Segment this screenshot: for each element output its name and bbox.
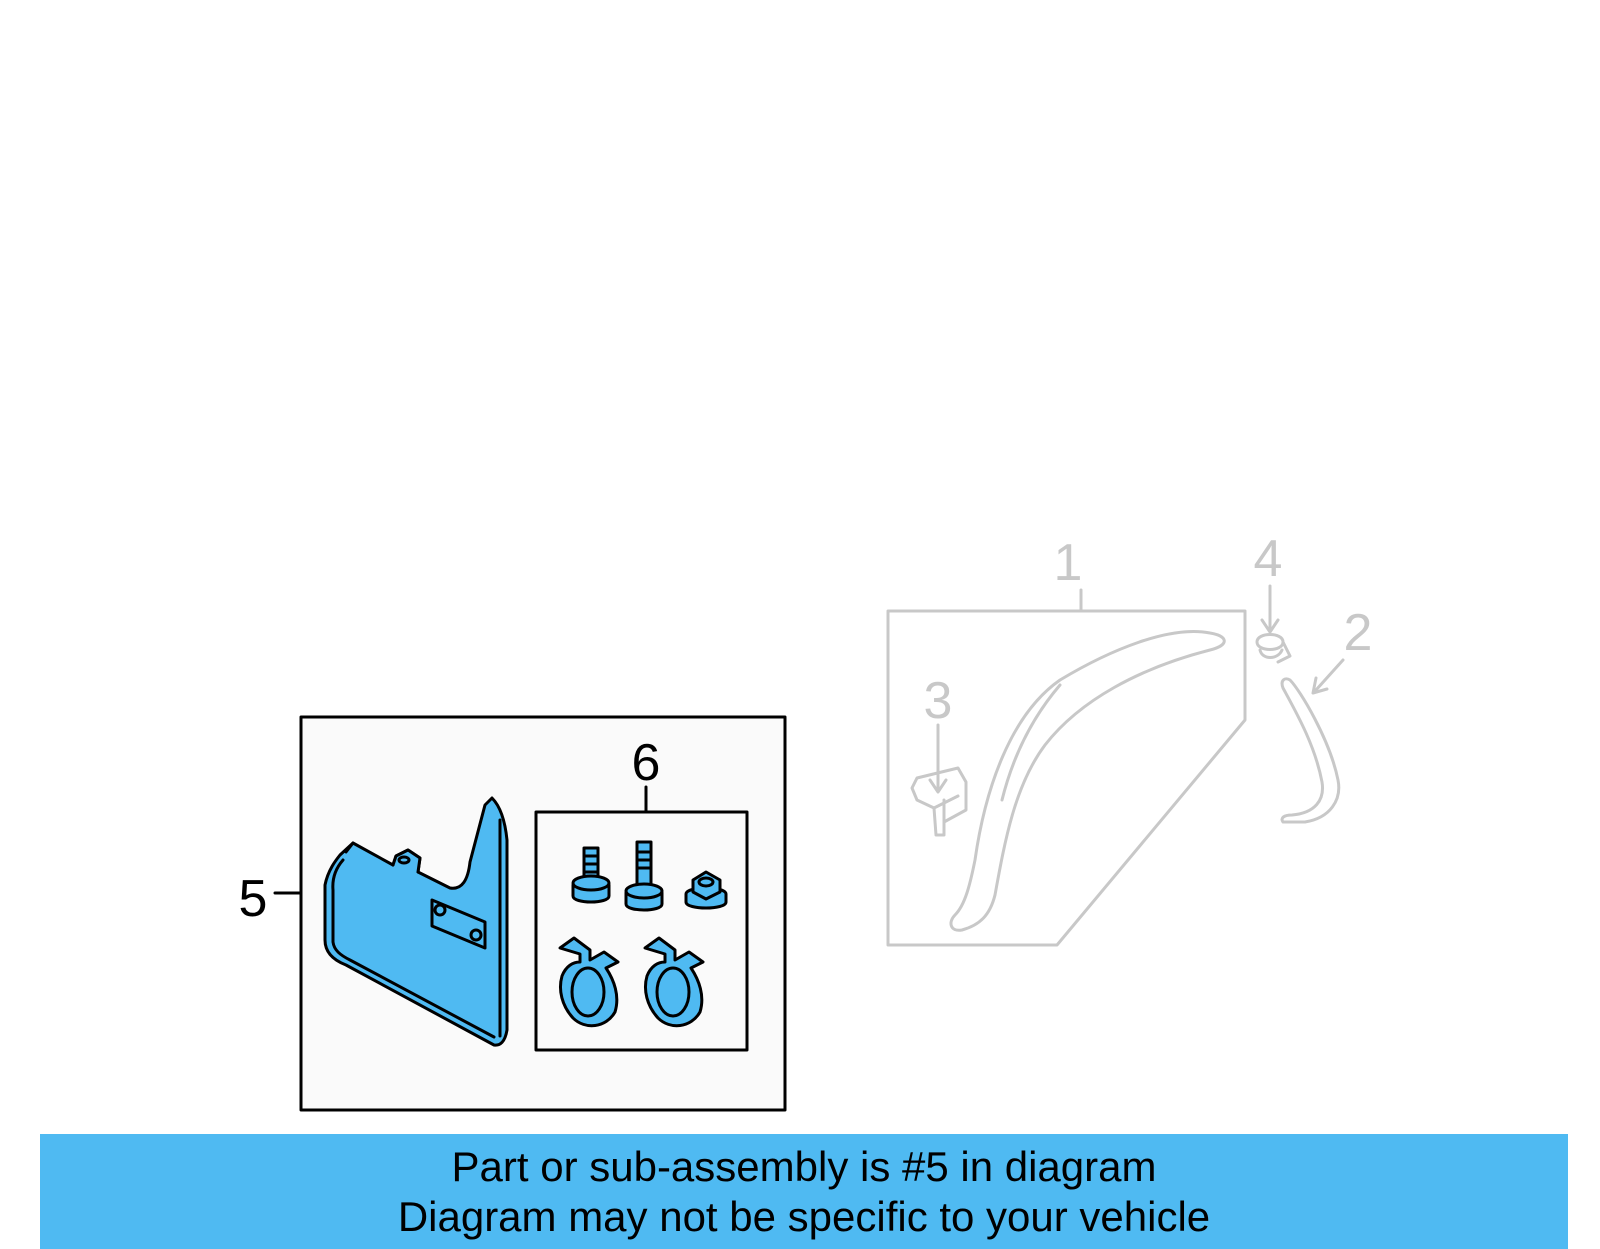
callout-3-label: 3 [924, 672, 953, 730]
bolt-short [571, 846, 611, 904]
banner-line-2: Diagram may not be specific to your vehi… [397, 1193, 1211, 1240]
clamp-left [558, 936, 620, 1028]
molding-2-shape [1280, 677, 1341, 824]
bolt-long [624, 840, 664, 912]
tab-hole [397, 855, 411, 865]
flange-nut [684, 870, 728, 910]
callout-6-label: 6 [632, 734, 661, 792]
callout-4-label: 4 [1254, 530, 1283, 588]
fastener-4-shape [1255, 633, 1292, 664]
callout-2-label: 2 [1344, 604, 1373, 662]
callout-5-label: 5 [239, 870, 268, 928]
callout-2-leader [1314, 658, 1345, 692]
info-banner: Part or sub-assembly is #5 in diagram Di… [40, 1134, 1568, 1249]
wheel-arch-trim [949, 630, 1226, 932]
clamp-right [643, 936, 705, 1028]
clip-3-shape [910, 766, 968, 837]
fender-panel-outline [886, 609, 1247, 947]
callout-1-label: 1 [1054, 534, 1083, 592]
faded-assembly: 1 3 4 2 [886, 530, 1373, 947]
banner-line-1: Part or sub-assembly is #5 in diagram [451, 1143, 1157, 1190]
mud-flap-shape [323, 796, 509, 1047]
inset-part-5: 5 6 [239, 715, 787, 1112]
